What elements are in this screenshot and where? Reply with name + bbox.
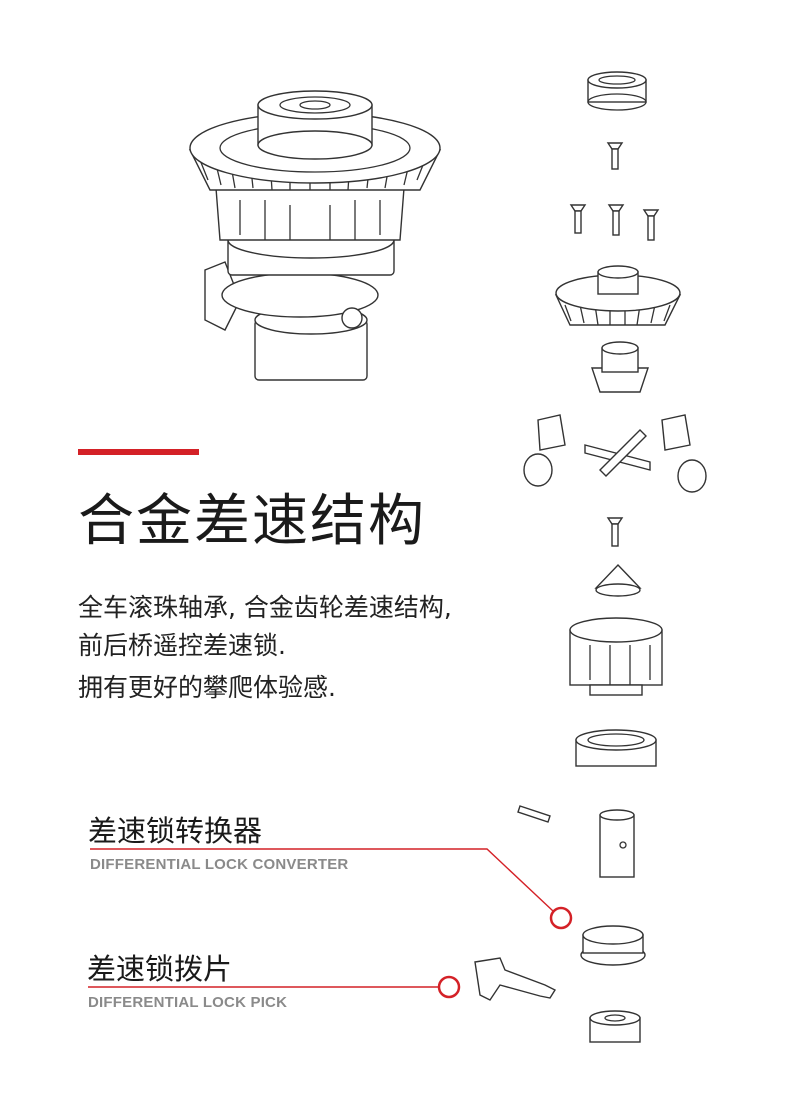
callout-line-converter <box>90 848 554 912</box>
pinion-gear-illustration <box>591 341 649 393</box>
description-line: 拥有更好的攀爬体验感. <box>78 673 336 702</box>
callout-label-cn: 差速锁转换器 <box>88 814 263 848</box>
spider-gears-illustration <box>523 414 707 493</box>
pin-illustration <box>517 805 551 823</box>
lock-converter-illustration <box>580 925 646 966</box>
bearing-bottom-illustration <box>589 1010 641 1043</box>
bearing-top-illustration <box>587 71 647 111</box>
callout-label-en: DIFFERENTIAL LOCK PICK <box>88 994 288 1011</box>
callout-marker-converter <box>549 906 573 930</box>
ring-gear-illustration <box>554 265 682 326</box>
accent-bar <box>78 449 199 455</box>
description-line: 前后桥遥控差速锁. <box>78 631 286 660</box>
side-gear-illustration <box>594 563 642 597</box>
differential-case-illustration <box>569 617 663 696</box>
assembled-differential-illustration <box>188 90 442 381</box>
callout-label-cn: 差速锁拨片 <box>87 952 233 986</box>
callout-label-en: DIFFERENTIAL LOCK CONVERTER <box>90 856 349 873</box>
callout-marker-pick <box>437 975 461 999</box>
lock-pick-illustration <box>474 957 557 1001</box>
bearing-mid-illustration <box>575 729 657 767</box>
section-title: 合金差速结构 <box>78 489 426 554</box>
description-line: 全车滚珠轴承, 合金齿轮差速结构, <box>78 593 452 622</box>
screws-illustration <box>569 142 660 547</box>
lock-shaft-illustration <box>599 809 635 878</box>
